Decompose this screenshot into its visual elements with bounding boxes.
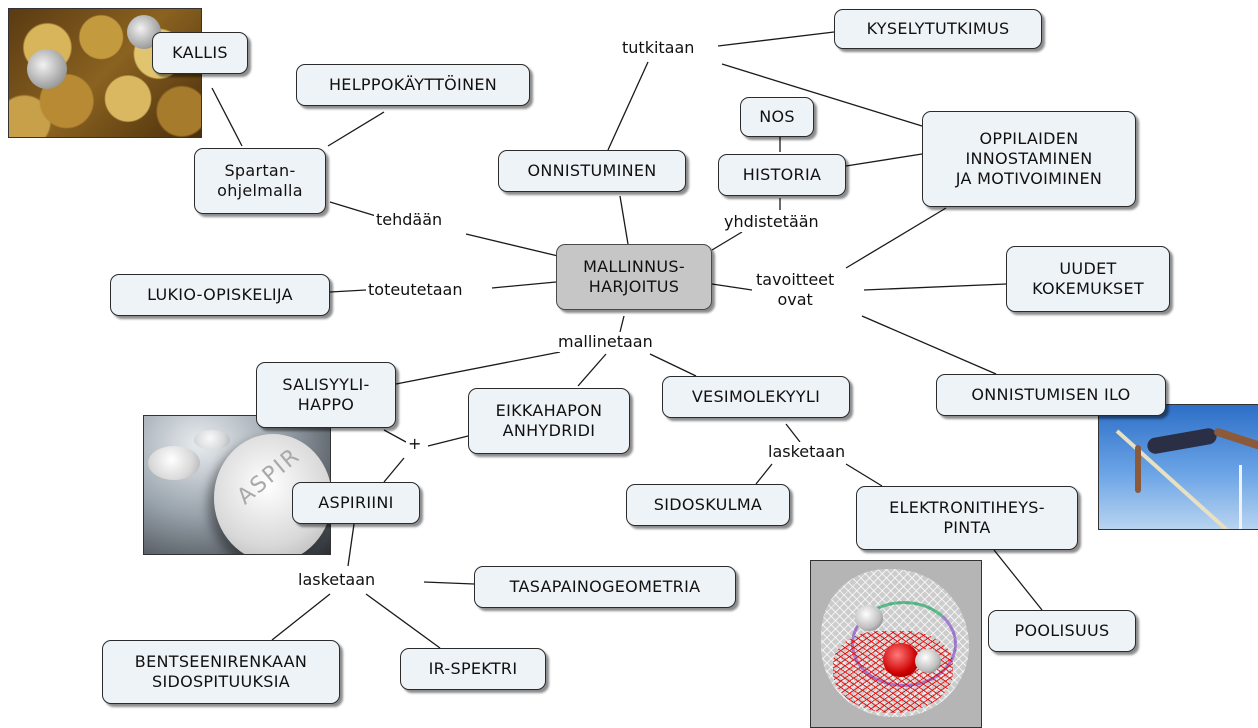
- node-spartan[interactable]: Spartan- ohjelmalla: [194, 148, 326, 214]
- link-tehdaan-center: [466, 234, 558, 256]
- link-lasketaan-bentseeni: [272, 594, 330, 640]
- link-label-lasketaan-aspiriini: lasketaan: [296, 570, 377, 590]
- node-uudet-kokemukset[interactable]: UUDET KOKEMUKSET: [1006, 246, 1170, 312]
- link-historia-oppilaiden: [846, 154, 922, 166]
- link-tutkitaan-onnistuminen: [608, 62, 648, 150]
- node-historia[interactable]: HISTORIA: [718, 154, 846, 196]
- link-lasketaan-elektroni: [846, 464, 882, 486]
- link-lasketaan-ir: [366, 594, 440, 648]
- link-elektroni-poolisuus: [994, 550, 1042, 610]
- link-mallinetaan-eikkahapon: [578, 354, 606, 386]
- link-vesi-lasketaan: [786, 424, 800, 442]
- link-spartan-tehdaan: [330, 202, 376, 216]
- link-yhdistetaan-center: [712, 232, 742, 250]
- link-aspiriini-lasketaan: [348, 524, 354, 566]
- node-ir-spektri[interactable]: IR-SPEKTRI: [400, 648, 546, 690]
- node-tasapainogeometria[interactable]: TASAPAINOGEOMETRIA: [474, 566, 736, 608]
- link-plus-aspiriini: [384, 458, 404, 482]
- link-salisyyli-plus: [384, 430, 406, 442]
- node-onnistumisen-ilo[interactable]: ONNISTUMISEN ILO: [936, 374, 1166, 416]
- link-label-tehdaan: tehdään: [374, 210, 444, 230]
- node-aspiriini[interactable]: ASPIRIINI: [292, 482, 420, 524]
- link-mallinetaan-vesi: [650, 354, 696, 376]
- link-label-toteutetaan: toteutetaan: [366, 280, 464, 300]
- link-eikkahapon-plus: [428, 436, 468, 446]
- node-elektronitiheyspinta[interactable]: ELEKTRONITIHEYS- PINTA: [856, 486, 1078, 550]
- link-tutkitaan-kyselytutkimus: [718, 32, 834, 46]
- pole-vault-image: [1098, 404, 1258, 530]
- node-vesimolekyyli[interactable]: VESIMOLEKYYLI: [662, 376, 850, 418]
- link-center-mallinetaan: [620, 316, 624, 332]
- water-molecule-image: [810, 560, 982, 728]
- link-label-plus: +: [406, 434, 423, 454]
- node-salisyylihappo[interactable]: SALISYYLI- HAPPO: [256, 362, 396, 428]
- node-kallis[interactable]: KALLIS: [152, 32, 248, 74]
- link-tavoitteet-ilo: [862, 316, 996, 374]
- link-lukio-toteutetaan: [330, 290, 366, 292]
- link-onnistuminen-center: [620, 196, 628, 244]
- node-poolisuus[interactable]: POOLISUUS: [988, 610, 1136, 652]
- node-eikkahapon-anhydridi[interactable]: EIKKAHAPON ANHYDRIDI: [468, 388, 630, 454]
- link-helppo-spartan: [328, 112, 384, 146]
- node-onnistuminen[interactable]: ONNISTUMINEN: [498, 150, 686, 192]
- node-bentseenirenkaan[interactable]: BENTSEENIRENKAAN SIDOSPITUUKSIA: [102, 640, 340, 704]
- node-helppokayttoinen[interactable]: HELPPOKÄYTTÖINEN: [296, 64, 530, 106]
- node-nos[interactable]: NOS: [740, 97, 814, 137]
- link-label-tavoitteet-ovat: tavoitteet ovat: [754, 270, 836, 310]
- node-oppilaiden[interactable]: OPPILAIDEN INNOSTAMINEN JA MOTIVOIMINEN: [922, 111, 1136, 207]
- link-label-mallinetaan: mallinetaan: [556, 332, 655, 352]
- link-kallis-spartan: [212, 88, 242, 146]
- link-tavoitteet-uudet: [864, 284, 1006, 290]
- link-tavoitteet-oppilaiden: [846, 208, 946, 268]
- link-label-tutkitaan: tutkitaan: [620, 38, 696, 58]
- link-label-lasketaan-vesi: lasketaan: [766, 442, 847, 462]
- link-lasketaan-tasapaino: [424, 582, 474, 584]
- node-sidoskulma[interactable]: SIDOSKULMA: [626, 484, 790, 526]
- node-mallinnus-harjoitus[interactable]: MALLINNUS- HARJOITUS: [556, 244, 712, 310]
- link-label-yhdistetaan: yhdistetään: [722, 212, 821, 232]
- link-lasketaan-sidoskulma: [756, 464, 772, 484]
- link-toteutetaan-center: [492, 282, 556, 288]
- link-center-tavoitteet: [712, 284, 752, 290]
- node-lukio-opiskelija[interactable]: LUKIO-OPISKELIJA: [110, 274, 330, 316]
- link-mallinetaan-salisyyli: [396, 352, 560, 384]
- node-kyselytutkimus[interactable]: KYSELYTUTKIMUS: [834, 9, 1042, 49]
